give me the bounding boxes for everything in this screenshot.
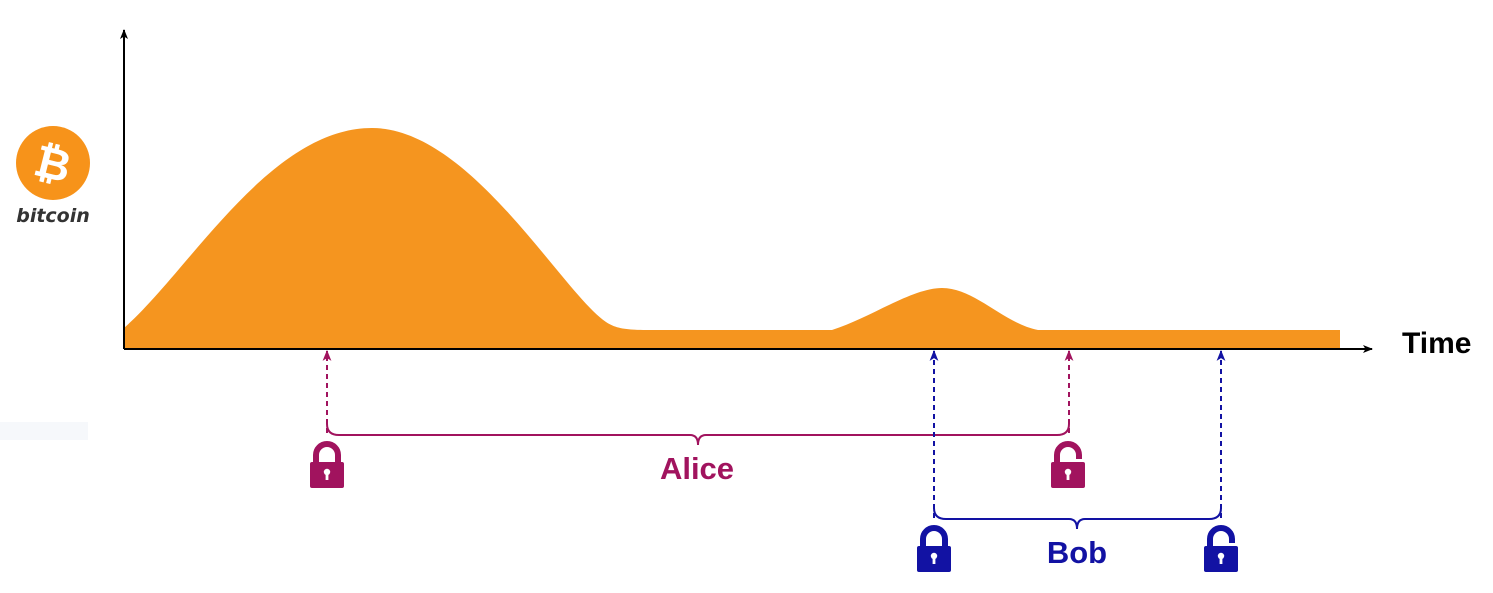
bob-unlock-icon (1204, 528, 1238, 572)
alice-label: Alice (660, 451, 734, 486)
bitcoin-coin-icon (16, 126, 90, 200)
bob-label: Bob (1047, 535, 1107, 570)
bob-brace (933, 507, 1222, 530)
bob-lock-icon (917, 528, 951, 572)
bitcoin-logo: ₿ bitcoin (16, 126, 90, 227)
alice-lock-icon (310, 444, 344, 488)
price-area (124, 128, 1340, 349)
background-artifact (0, 422, 88, 440)
alice-timelock: Alice (310, 349, 1085, 488)
alice-unlock-icon (1051, 444, 1085, 488)
alice-brace (326, 423, 1070, 446)
bob-timelock: Bob (917, 349, 1238, 572)
bitcoin-wordmark: bitcoin (16, 205, 90, 227)
x-axis-label: Time (1402, 327, 1471, 360)
